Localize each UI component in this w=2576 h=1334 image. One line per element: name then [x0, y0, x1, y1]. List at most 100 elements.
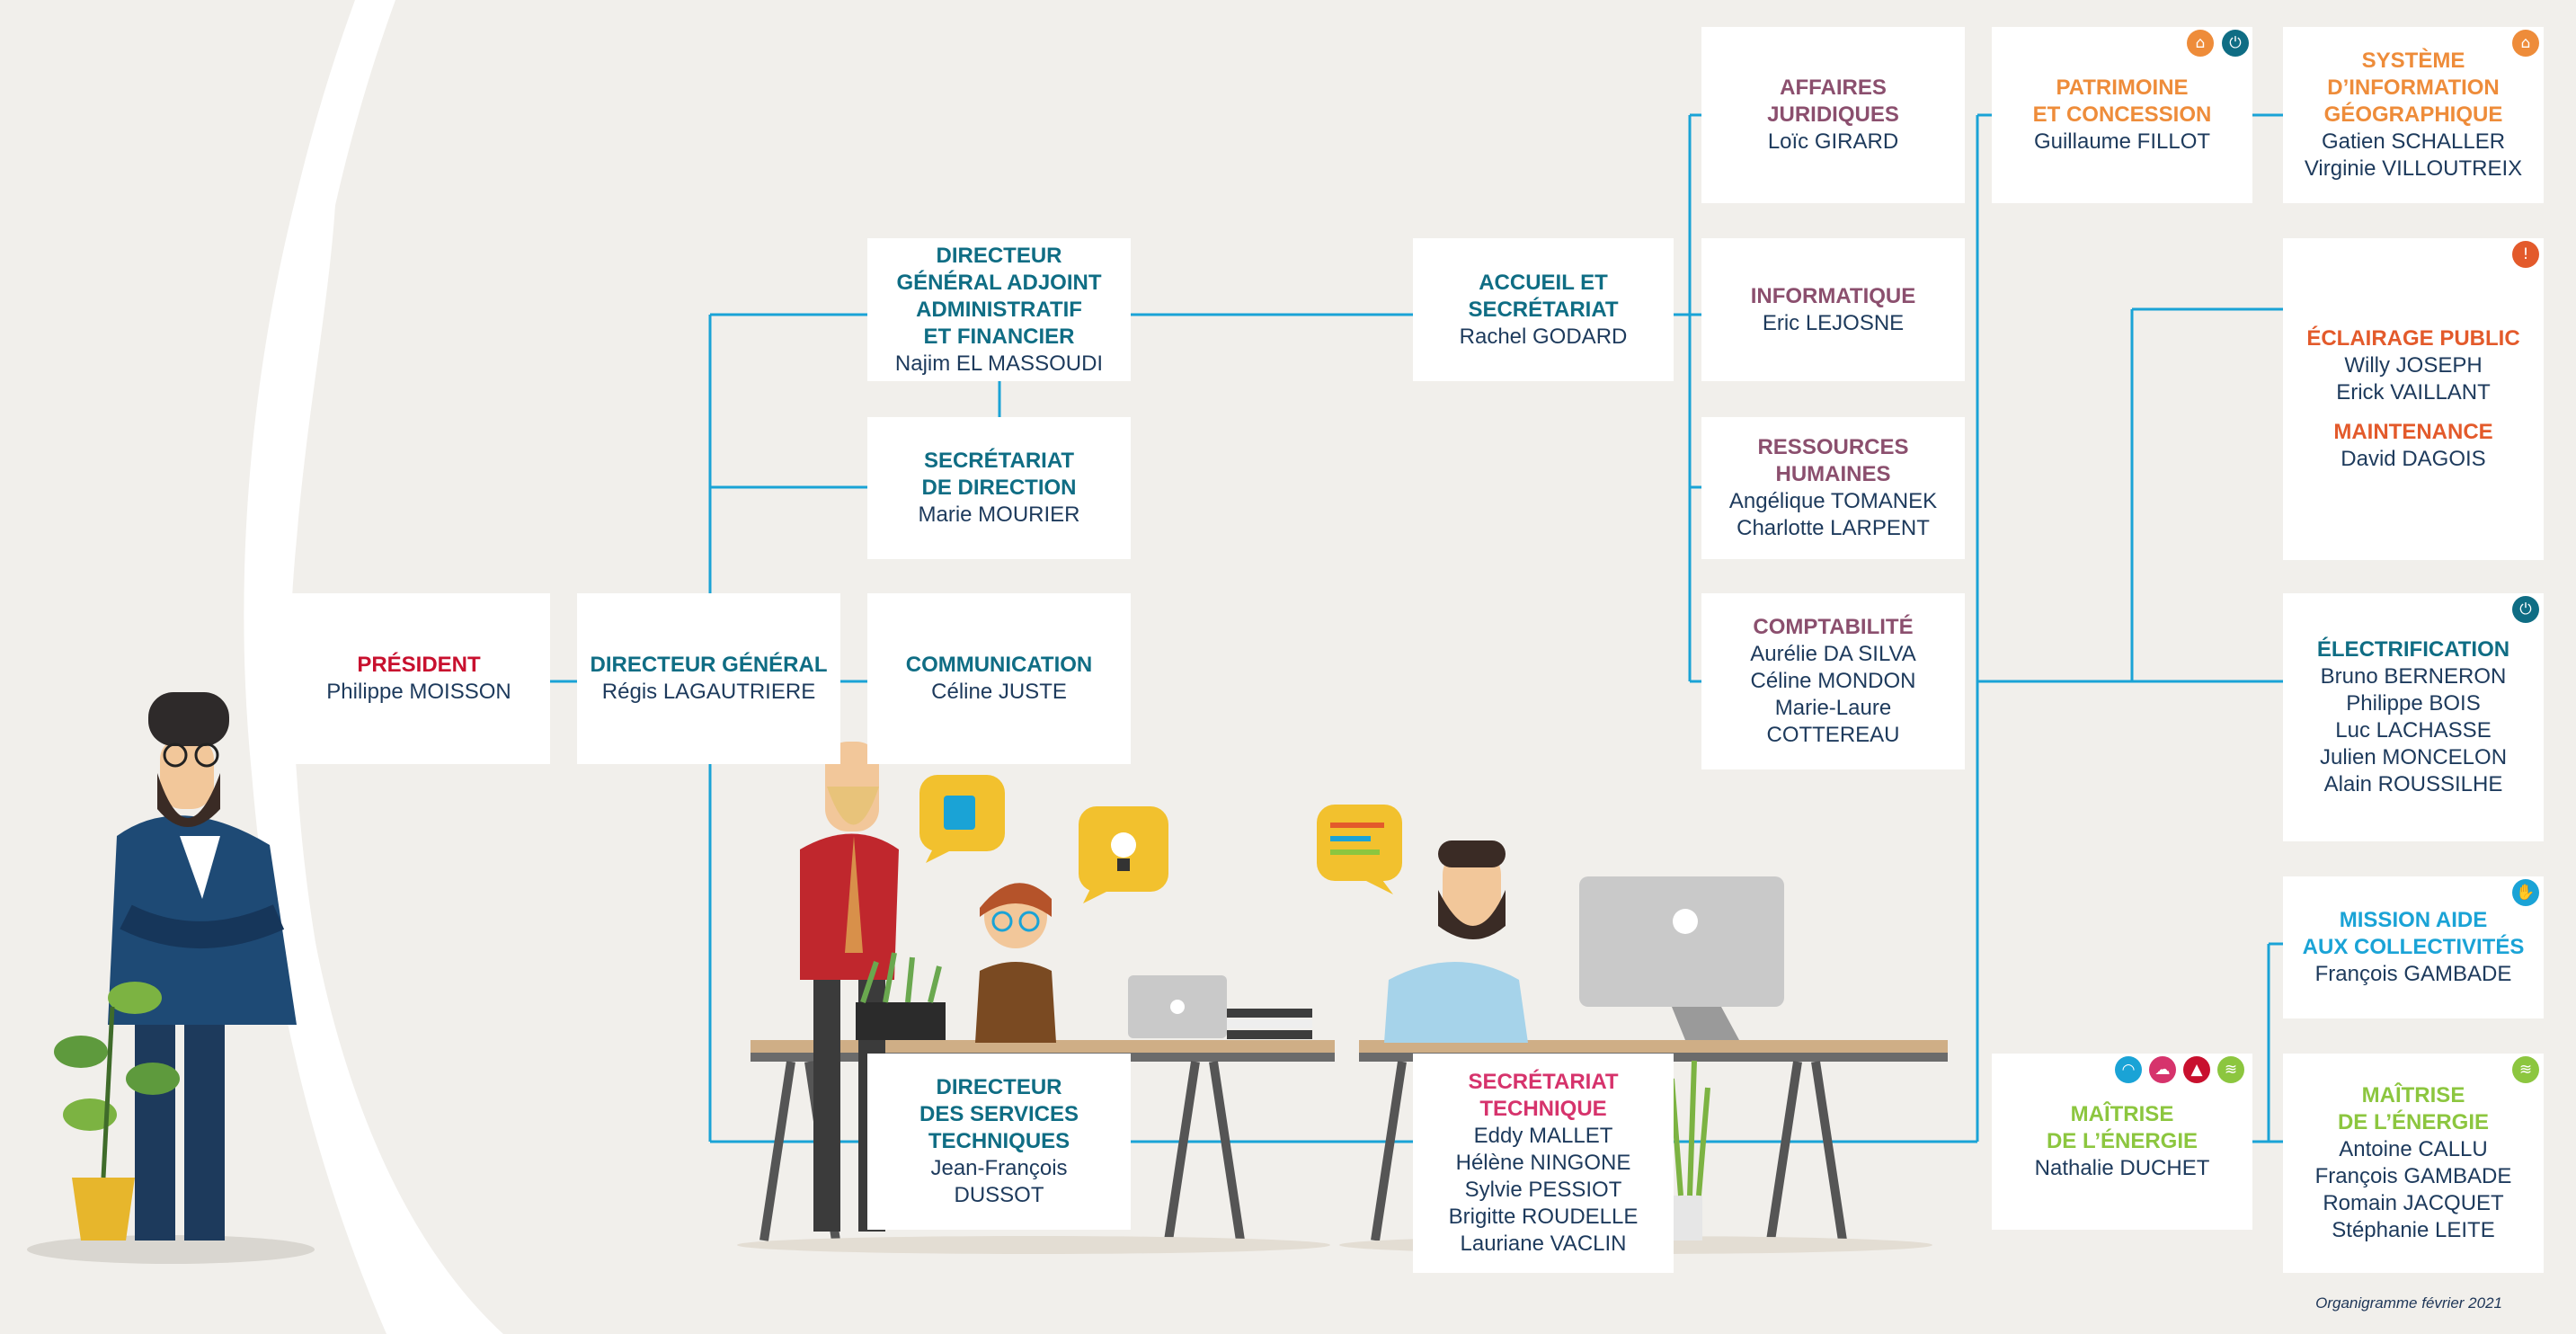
idea-bubble-illustration: [1079, 806, 1168, 903]
sectech-name-3: Sylvie PESSIOT: [1464, 1178, 1622, 1202]
hand-icon: ✋: [2512, 879, 2539, 906]
accueil-title-2: SECRÉTARIAT: [1468, 297, 1619, 322]
sectech-name-4: Brigitte ROUDELLE: [1448, 1205, 1639, 1229]
flame-icon: ▲: [2183, 1056, 2210, 1083]
maitrise-right-name-1: Antoine CALLU: [2339, 1137, 2488, 1161]
communication-name: Céline JUSTE: [931, 680, 1067, 704]
box-comptabilite: COMPTABILITÉ Aurélie DA SILVA Céline MON…: [1701, 593, 1965, 769]
laptop-illustration: [1128, 975, 1312, 1039]
maintenance-name: David DAGOIS: [2341, 447, 2486, 471]
compta-name-3: Marie-Laure: [1774, 696, 1892, 720]
maitrise-right-name-4: Stéphanie LEITE: [2332, 1218, 2495, 1242]
box-patrimoine: PATRIMOINE ET CONCESSION Guillaume FILLO…: [1992, 27, 2252, 203]
sig-title-1: SYSTÈME: [2361, 49, 2465, 73]
plant-illustration: [54, 982, 180, 1241]
plug-icon: ⏻: [2512, 596, 2539, 623]
rh-name-1: Angélique TOMANEK: [1728, 489, 1938, 513]
monitor-illustration: [1579, 876, 1784, 1040]
lightbulb-icon: !: [2512, 241, 2539, 268]
secdir-title-1: SECRÉTARIAT: [923, 449, 1075, 473]
plug-icon: ⏻: [2222, 30, 2249, 57]
box-affaires-juridiques: AFFAIRES JURIDIQUES Loïc GIRARD: [1701, 27, 1965, 203]
box-directeur-general: DIRECTEUR GÉNÉRAL Régis LAGAUTRIERE: [577, 593, 840, 764]
computer-man-illustration: [1384, 840, 1528, 1043]
compta-name-2: Céline MONDON: [1750, 669, 1916, 693]
box-secretariat-technique: SECRÉTARIAT TECHNIQUE Eddy MALLET Hélène…: [1413, 1054, 1674, 1273]
box-maitrise-energie-right: MAÎTRISE DE L’ÉNERGIE Antoine CALLU Fran…: [2283, 1054, 2544, 1273]
box-electrification: ÉLECTRIFICATION Bruno BERNERON Philippe …: [2283, 593, 2544, 841]
communication-title: COMMUNICATION: [905, 653, 1093, 677]
box-maitrise-energie-mid: MAÎTRISE DE L’ÉNERGIE Nathalie DUCHET: [1992, 1054, 2252, 1230]
president-name: Philippe MOISSON: [326, 680, 511, 704]
sig-title-2: D’INFORMATION: [2327, 76, 2500, 100]
rh-title-1: RESSOURCES: [1757, 435, 1909, 459]
sig-title-3: GÉOGRAPHIQUE: [2323, 102, 2503, 127]
mission-title-1: MISSION AIDE: [2339, 908, 2488, 932]
gas-icon: ◠: [2115, 1056, 2142, 1083]
patrimoine-title-2: ET CONCESSION: [2032, 102, 2212, 127]
electrification-name-2: Philippe BOIS: [2346, 691, 2481, 716]
heat-icon: ≋: [2512, 1056, 2539, 1083]
dga-name: Najim EL MASSOUDI: [894, 351, 1104, 376]
thumbs-up-bubble-illustration: [919, 775, 1005, 863]
box-communication: COMMUNICATION Céline JUSTE: [867, 593, 1131, 764]
electrification-name-4: Julien MONCELON: [2319, 745, 2508, 769]
sectech-name-1: Eddy MALLET: [1473, 1124, 1613, 1148]
dst-name-2: DUSSOT: [954, 1183, 1044, 1207]
dga-title-3: ADMINISTRATIF: [916, 297, 1082, 322]
accueil-title-1: ACCUEIL ET: [1479, 270, 1608, 295]
affaires-title-1: AFFAIRES: [1780, 76, 1887, 100]
maintenance-title: MAINTENANCE: [2333, 420, 2493, 444]
mission-name: François GAMBADE: [2314, 962, 2512, 986]
rh-title-2: HUMAINES: [1775, 462, 1891, 486]
cloud-icon: ☁: [2149, 1056, 2176, 1083]
small-plant-illustration: [1669, 1060, 1710, 1241]
informatique-name: Eric LEJOSNE: [1762, 310, 1905, 335]
box-sig: SYSTÈME D’INFORMATION GÉOGRAPHIQUE Gatie…: [2283, 27, 2544, 203]
box-dga: DIRECTEUR GÉNÉRAL ADJOINT ADMINISTRATIF …: [867, 238, 1131, 381]
dst-title-1: DIRECTEUR: [936, 1075, 1062, 1099]
affaires-title-2: JURIDIQUES: [1767, 102, 1899, 127]
compta-name-4: COTTEREAU: [1766, 723, 1900, 747]
building-icon: ⌂: [2187, 30, 2214, 57]
patrimoine-title-1: PATRIMOINE: [2056, 76, 2189, 100]
rh-name-2: Charlotte LARPENT: [1737, 516, 1930, 540]
box-eclairage: ÉCLAIRAGE PUBLIC Willy JOSEPH Erick VAIL…: [2283, 238, 2544, 560]
patrimoine-name: Guillaume FILLOT: [2033, 129, 2211, 154]
eclairage-name-1: Willy JOSEPH: [2344, 353, 2483, 378]
maitrise-right-title-1: MAÎTRISE: [2361, 1083, 2465, 1107]
dg-name: Régis LAGAUTRIERE: [601, 680, 816, 704]
maitrise-right-title-2: DE L’ÉNERGIE: [2337, 1110, 2490, 1134]
sectech-name-2: Hélène NINGONE: [1455, 1151, 1631, 1175]
maitrise-right-name-2: François GAMBADE: [2314, 1164, 2512, 1188]
eclairage-title: ÉCLAIRAGE PUBLIC: [2306, 326, 2520, 351]
woman-illustration: [975, 883, 1056, 1043]
list-bubble-illustration: [1317, 805, 1402, 894]
building-icon: ⌂: [2512, 30, 2539, 57]
dst-title-3: TECHNIQUES: [928, 1129, 1070, 1153]
maitrise-mid-name: Nathalie DUCHET: [2034, 1156, 2210, 1180]
mission-title-2: AUX COLLECTIVITÉS: [2302, 935, 2525, 959]
maitrise-mid-title-2: DE L’ÉNERGIE: [2046, 1129, 2198, 1153]
electrification-name-5: Alain ROUSSILHE: [2323, 772, 2503, 796]
maitrise-mid-title-1: MAÎTRISE: [2070, 1102, 2174, 1126]
box-informatique: INFORMATIQUE Eric LEJOSNE: [1701, 238, 1965, 381]
dst-name-1: Jean-François: [930, 1156, 1068, 1180]
secdir-title-2: DE DIRECTION: [921, 476, 1077, 500]
secdir-name: Marie MOURIER: [918, 502, 1080, 527]
president-title: PRÉSIDENT: [357, 653, 481, 677]
compta-name-1: Aurélie DA SILVA: [1750, 642, 1916, 666]
maitrise-right-name-3: Romain JACQUET: [2323, 1191, 2504, 1215]
box-mission-aide: MISSION AIDE AUX COLLECTIVITÉS François …: [2283, 876, 2544, 1018]
footer-caption: Organigramme février 2021: [2315, 1294, 2502, 1312]
electrification-name-1: Bruno BERNERON: [2320, 664, 2507, 689]
businessman-illustration: [27, 692, 315, 1264]
informatique-title: INFORMATIQUE: [1750, 283, 1916, 308]
sig-name-1: Gatien SCHALLER: [2321, 129, 2506, 154]
box-secretariat-direction: SECRÉTARIAT DE DIRECTION Marie MOURIER: [867, 417, 1131, 559]
eclairage-name-2: Erick VAILLANT: [2336, 380, 2491, 405]
electrification-name-3: Luc LACHASSE: [2335, 718, 2492, 743]
accueil-name: Rachel GODARD: [1459, 324, 1628, 349]
electrification-title: ÉLECTRIFICATION: [2316, 637, 2510, 662]
